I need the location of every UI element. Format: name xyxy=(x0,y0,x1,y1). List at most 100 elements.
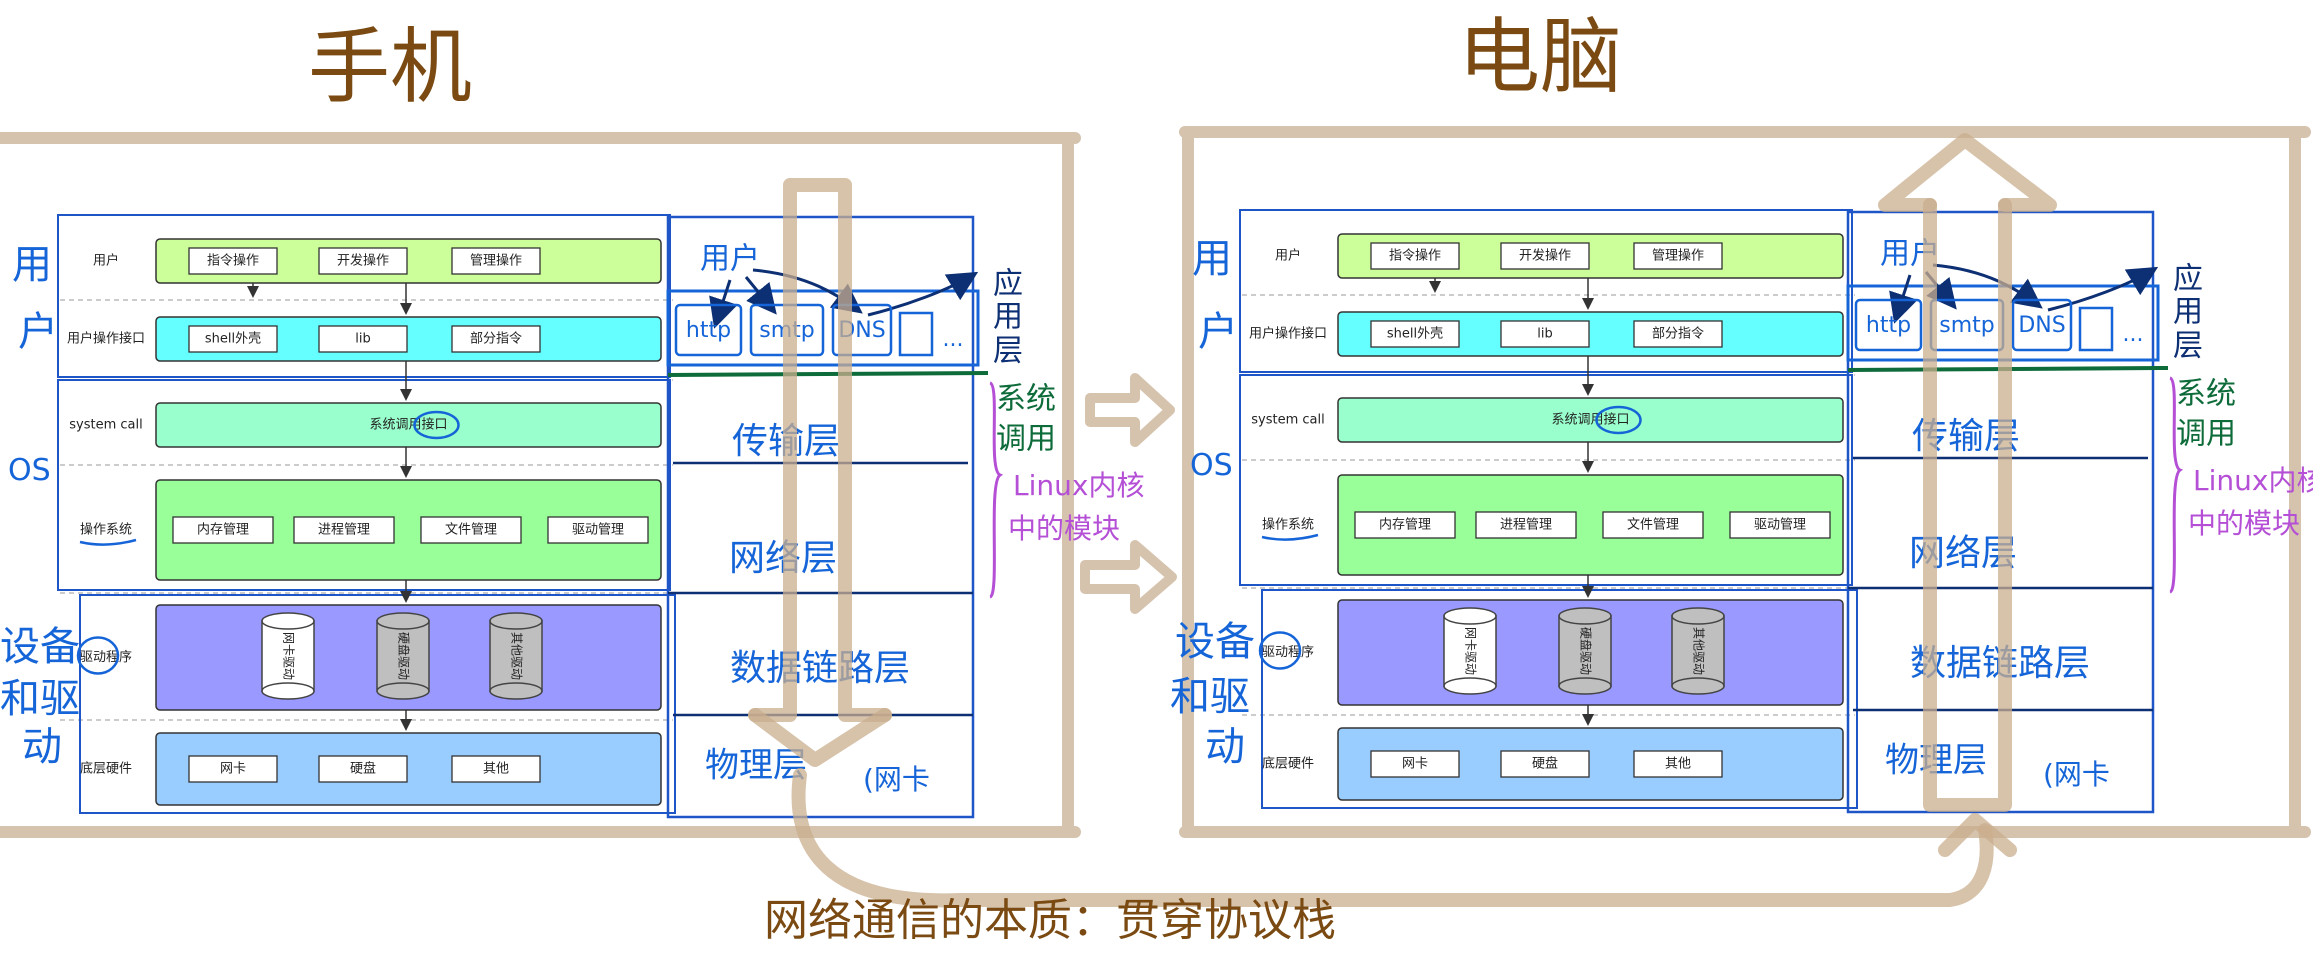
layer-item: 内存管理 xyxy=(197,522,249,538)
layer-item-box xyxy=(420,516,522,544)
label-driver-2: 和驱 xyxy=(1170,674,1250,720)
kernel-note: 中的模块 xyxy=(1008,512,1120,545)
app-ellipsis: ... xyxy=(943,327,964,352)
layer-item: shell外壳 xyxy=(1387,327,1443,342)
computer-left-labels: 用 户 OS 设备 和驱 动 xyxy=(1170,236,1255,770)
layer-item: 系统调用接口 xyxy=(369,417,447,433)
app-layer-label: 用 xyxy=(993,300,1023,335)
label-driver-1: 设备 xyxy=(1175,619,1255,665)
kernel-brace xyxy=(2168,376,2184,594)
label-os: OS xyxy=(8,453,51,488)
layer-item: 驱动管理 xyxy=(1754,518,1806,533)
layer-item: 其他 xyxy=(1665,757,1691,772)
cylinder-top xyxy=(489,612,543,630)
app-protocol-box xyxy=(1854,298,1923,352)
user-section-frame xyxy=(57,214,671,378)
layer-item-box xyxy=(1475,511,1577,539)
underline-mark xyxy=(1261,533,1319,541)
layer-item-box xyxy=(1354,511,1456,539)
layer-item-box xyxy=(188,247,278,275)
layer-item: 文件管理 xyxy=(1627,518,1679,533)
layer-item-box xyxy=(172,516,274,544)
layer-label: 驱动程序 xyxy=(1262,645,1314,660)
cylinder-top xyxy=(261,612,315,630)
layer-label: 底层硬件 xyxy=(80,761,132,777)
user-arrow xyxy=(1889,274,1918,324)
layer-label: 用户 xyxy=(1275,248,1301,264)
layer-item-box xyxy=(1729,511,1831,539)
label-driver-2: 和驱 xyxy=(0,676,80,722)
driver-cylinder xyxy=(1671,615,1725,687)
layer-item: 系统调用接口 xyxy=(1551,412,1629,428)
driver-name: 网卡驱动 xyxy=(1464,627,1478,675)
stack-frame xyxy=(666,215,975,819)
layer-item: 文件管理 xyxy=(445,523,497,538)
layer-label: 用户 xyxy=(93,253,119,269)
layer-label: system call xyxy=(1251,413,1324,428)
os-section-frame xyxy=(1239,374,1853,586)
layer-label: 用户操作接口 xyxy=(67,331,145,347)
app-layer-label: 层 xyxy=(993,334,1023,369)
layer-band xyxy=(1337,727,1844,801)
layer-item-box xyxy=(1370,242,1460,270)
syscall-line xyxy=(667,371,989,377)
nic-note: (网卡 xyxy=(2043,758,2110,791)
app-layer-label: 层 xyxy=(2173,329,2203,364)
kernel-brace xyxy=(988,381,1004,599)
layer-band xyxy=(155,732,662,806)
nic-note: (网卡 xyxy=(863,763,930,796)
layer-item-box xyxy=(451,325,541,353)
app-protocol-name: DNS xyxy=(2018,313,2065,338)
layer-item-box xyxy=(1633,242,1723,270)
layer-item-box xyxy=(451,755,541,783)
datalink-layer: 数据链路层 xyxy=(730,648,910,689)
layer-item: 驱动管理 xyxy=(572,523,624,538)
app-layer-label: 应 xyxy=(993,267,1023,302)
layer-band xyxy=(1337,397,1844,443)
kernel-note: 中的模块 xyxy=(2188,507,2300,540)
app-protocol-name: smtp xyxy=(1939,313,1994,338)
layer-item-box xyxy=(318,247,408,275)
circle-mark xyxy=(1595,405,1642,435)
layer-item: 管理操作 xyxy=(470,253,522,269)
cylinder-bottom xyxy=(261,682,315,700)
layer-label: 操作系统 xyxy=(1262,517,1314,533)
layer-item-box xyxy=(547,516,649,544)
layer-item: 管理操作 xyxy=(1652,248,1704,264)
label-user-2: 户 xyxy=(1198,309,1238,355)
app-ellipsis: ... xyxy=(2123,322,2144,347)
os-section-frame xyxy=(57,379,671,591)
user-arrow xyxy=(709,279,738,329)
layer-item: 硬盘 xyxy=(350,761,376,777)
layer-item: 进程管理 xyxy=(318,523,370,538)
layer-item-box xyxy=(318,325,408,353)
circle-mark xyxy=(413,410,460,440)
cylinder-bottom xyxy=(1671,677,1725,695)
cylinder-bottom xyxy=(1558,677,1612,695)
layer-item-box xyxy=(1500,320,1590,348)
syscall-note: 系统 xyxy=(2176,377,2236,412)
user-arrow xyxy=(2047,266,2159,312)
layer-label: 底层硬件 xyxy=(1262,756,1314,772)
layer-item: 部分指令 xyxy=(1652,327,1704,342)
layer-label: 用户操作接口 xyxy=(1249,326,1327,342)
kernel-note: Linux内核 xyxy=(2193,464,2313,497)
app-layer-label: 应 xyxy=(2173,262,2203,297)
layer-item: 开发操作 xyxy=(337,253,389,269)
app-protocol-box xyxy=(674,303,743,357)
cylinder-bottom xyxy=(376,682,430,700)
layer-item-box xyxy=(1370,320,1460,348)
layer-label: 驱动程序 xyxy=(80,650,132,665)
layer-item: lib xyxy=(355,332,370,347)
layer-band xyxy=(155,402,662,448)
cylinder-top xyxy=(376,612,430,630)
driver-name: 硬盘驱动 xyxy=(397,632,412,680)
circle-mark xyxy=(76,636,120,675)
layer-item: 其他 xyxy=(483,762,509,777)
label-driver-3: 动 xyxy=(22,724,62,770)
cylinder-top xyxy=(1443,607,1497,625)
